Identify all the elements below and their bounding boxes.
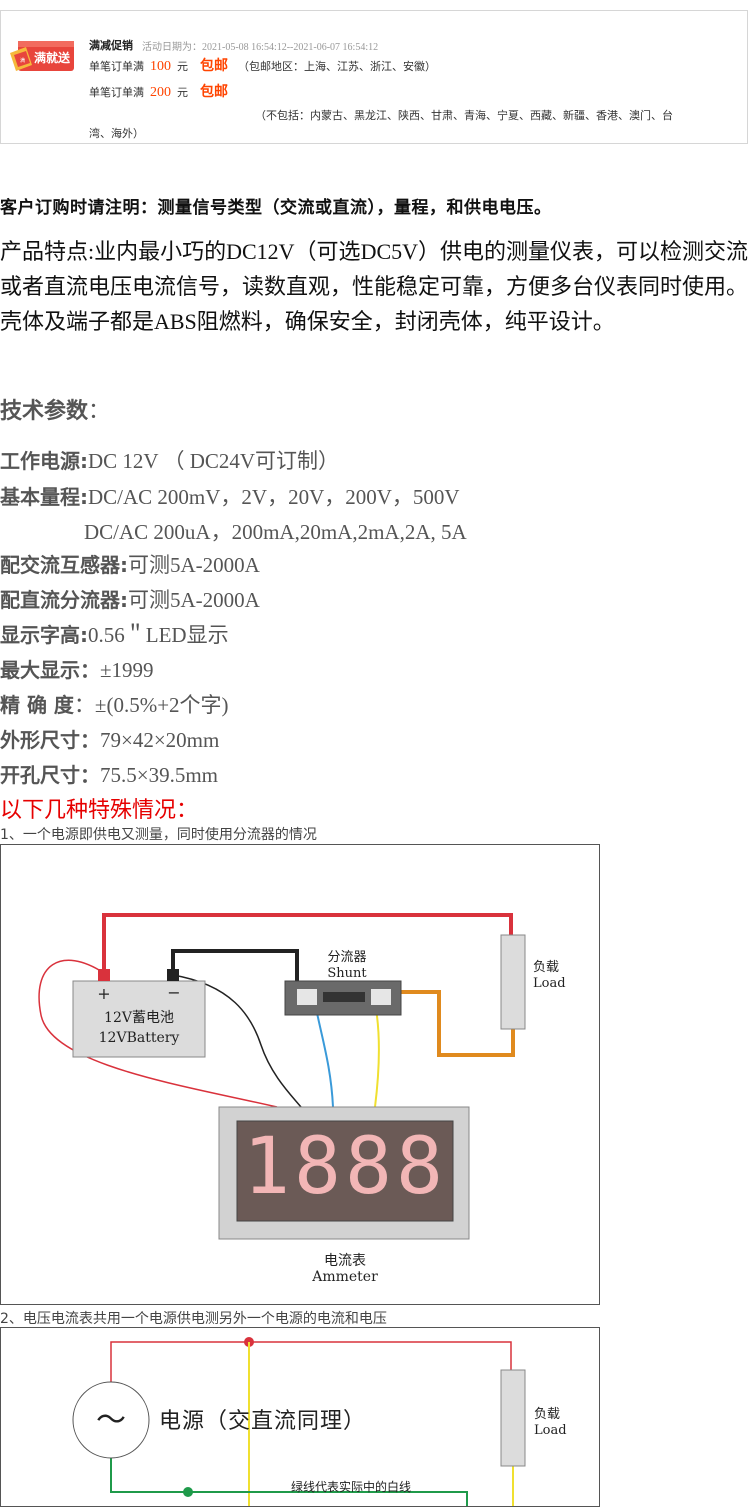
red-wire	[102, 913, 513, 970]
spec-dimensions: 外形尺寸：79×42×20mm	[0, 728, 220, 752]
green-wire	[110, 1458, 468, 1506]
load-case2: 负载 Load	[500, 1369, 567, 1467]
battery-plus: +	[97, 984, 110, 1003]
spec-range-current: DC/AC 200uA，200mA,20mA,2mA,2A, 5A	[84, 520, 467, 544]
spec-ct: 配交流互感器:可测5A-2000A	[0, 553, 260, 577]
promo-date-range: 活动日期为：2021-05-08 16:54:12--2021-06-07 16…	[142, 42, 379, 53]
promo-title: 满减促销	[89, 39, 133, 52]
spec-cutout: 开孔尺寸：75.5×39.5mm	[0, 763, 219, 787]
case1-wiring-diagram: + − 12V蓄电池 12VBattery 分流器 Shunt 负载 Load …	[0, 844, 600, 1305]
red-thin-wire	[110, 1341, 512, 1384]
ac-symbol-icon: ～	[96, 1403, 126, 1438]
spec-range: 基本量程:DC/AC 200mV，2V，20V，200V，500V	[0, 485, 460, 509]
gift-badge-icon: 满 满就送	[10, 41, 74, 71]
load-label-en: Load	[533, 976, 566, 991]
load2-label-cn: 负载	[534, 1407, 560, 1422]
shunt-label-cn: 分流器	[327, 950, 366, 965]
spec-max-display: 最大显示：±1999	[0, 658, 154, 682]
ammeter: 1888 电流表 Ammeter	[218, 1106, 470, 1285]
spec-digit-height: 显示字高:0.56＂LED显示	[0, 623, 229, 647]
orange-wire	[393, 990, 515, 1057]
battery-label-en: 12VBattery	[99, 1030, 180, 1046]
wire-note: 绿线代表实际中的白线	[291, 1479, 411, 1494]
ammeter-readout: 1888	[243, 1122, 447, 1212]
junction-green	[183, 1487, 193, 1497]
case1-caption: 1、一个电源即供电又测量，同时使用分流器的情况	[0, 827, 317, 843]
source-label: 电源（交直流同理）	[159, 1409, 366, 1434]
svg-text:满: 满	[20, 57, 25, 64]
promo-rule-2-note: （不包括：内蒙古、黑龙江、陕西、甘肃、青海、宁夏、西藏、新疆、香港、澳门、台湾、…	[89, 109, 673, 140]
black-thin-wire	[172, 974, 302, 1108]
yellow-wire	[374, 1002, 380, 1108]
case2-caption: 2、电压电流表共用一个电源供电测另外一个电源的电流和电压	[0, 1311, 387, 1327]
battery-minus: −	[167, 983, 180, 1002]
load-case1: 负载 Load	[500, 934, 566, 1030]
ammeter-label-cn: 电流表	[324, 1253, 366, 1269]
promotion-box: 满 满就送 满减促销 活动日期为：2021-05-08 16:54:12--20…	[0, 10, 748, 144]
spec-shunt: 配直流分流器:可测5A-2000A	[0, 588, 260, 612]
battery: + − 12V蓄电池 12VBattery	[72, 969, 206, 1058]
shunt-label-en: Shunt	[327, 966, 367, 981]
load-label-cn: 负载	[533, 960, 559, 975]
order-notice: 客户订购时请注明：测量信号类型（交流或直流），量程，和供电电压。	[0, 198, 552, 218]
product-features: 产品特点:业内最小巧的DC12V（可选DC5V）供电的测量仪表，可以检测交流或者…	[0, 239, 749, 334]
special-cases-heading: 以下几种特殊情况：	[0, 798, 199, 823]
battery-label-cn: 12V蓄电池	[104, 1010, 174, 1026]
spec-accuracy: 精 确 度：±(0.5%+2个字)	[0, 693, 229, 717]
load2-label-en: Load	[534, 1423, 567, 1438]
shunt: 分流器 Shunt	[284, 950, 402, 1016]
red-thin-wire	[38, 959, 278, 1108]
black-wire	[171, 949, 299, 985]
spec-power: 工作电源:DC 12V （ DC24V可订制）	[0, 449, 340, 473]
spec-heading: 技术参数：	[0, 399, 111, 424]
case2-wiring-diagram: ～ 电源（交直流同理） 负载 Load 绿线代表实际中的白线	[0, 1327, 600, 1507]
blue-wire	[314, 1002, 334, 1108]
ammeter-label-en: Ammeter	[311, 1269, 378, 1285]
svg-text:满就送: 满就送	[34, 50, 71, 65]
ac-source: ～	[72, 1381, 150, 1459]
